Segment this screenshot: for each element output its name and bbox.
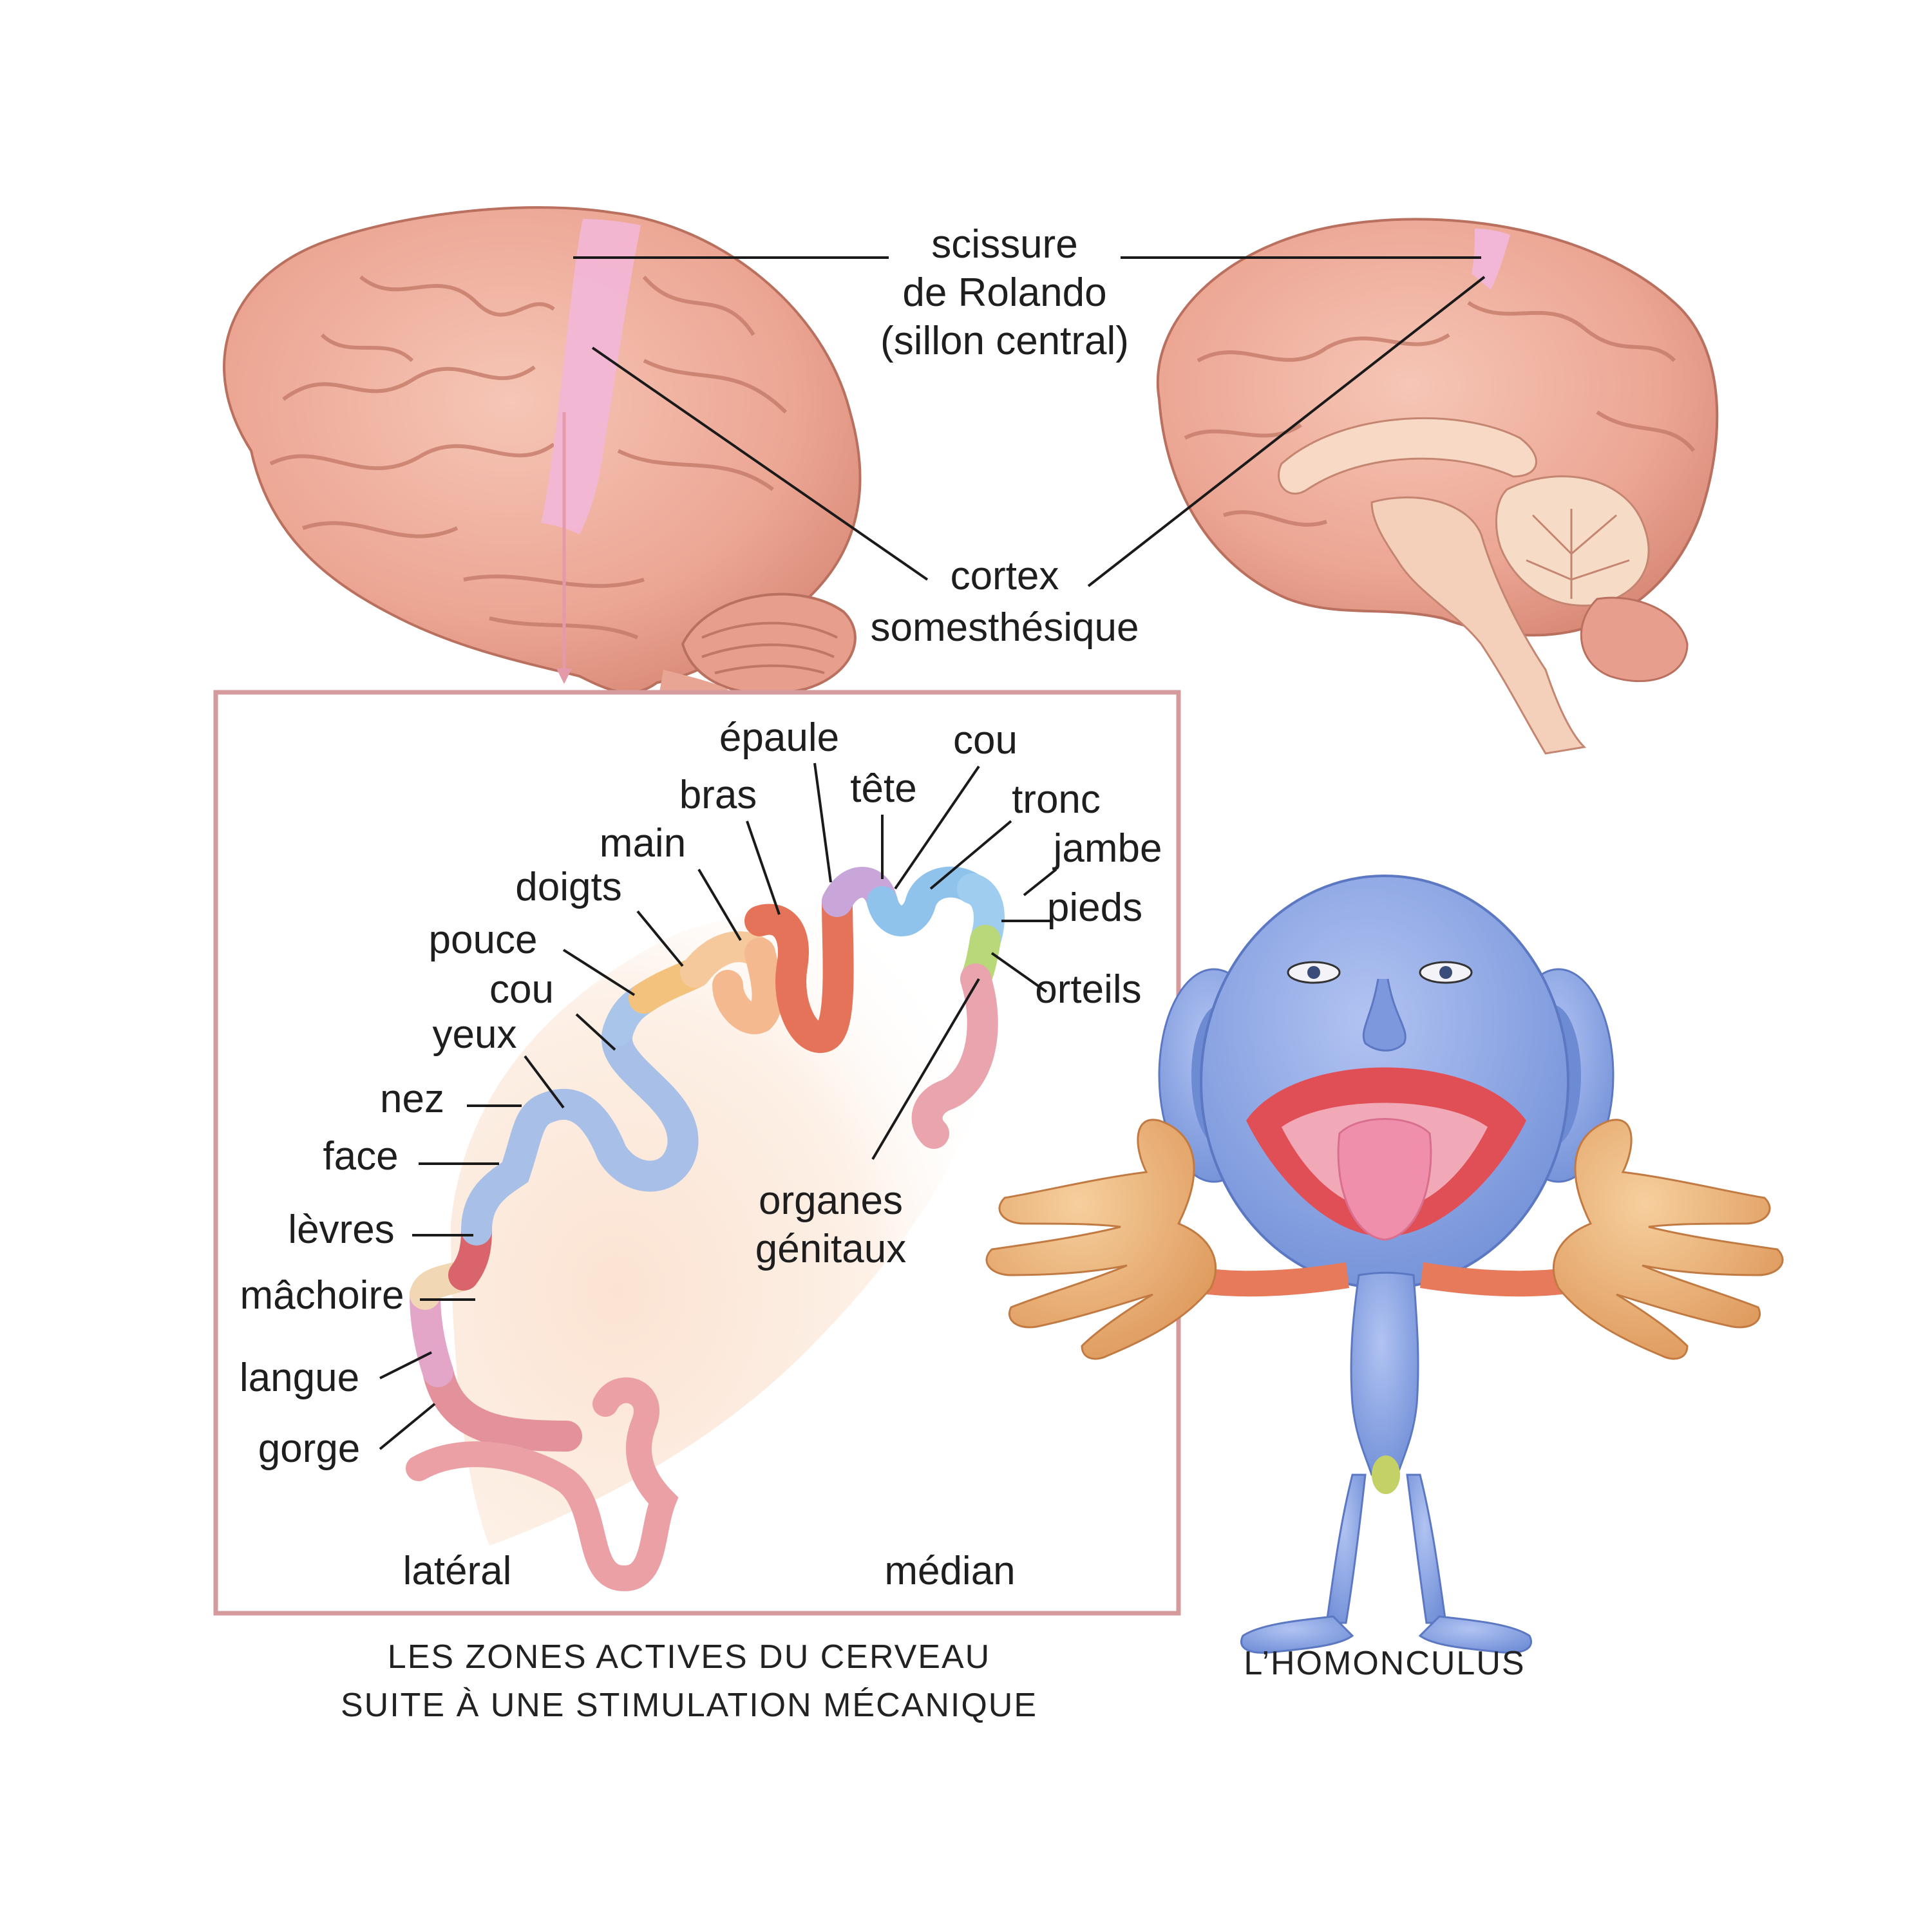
cortex-line-2: somesthésique <box>870 605 1139 650</box>
map-caption-line-1: LES ZONES ACTIVES DU CERVEAU <box>388 1638 990 1676</box>
label-epaule: épaule <box>719 715 839 760</box>
label-gorge: gorge <box>258 1426 361 1471</box>
lateral-brain-icon <box>223 206 862 728</box>
label-cou-top: cou <box>953 718 1018 762</box>
cortex-map: épaule cou bras tête tronc main jambe do… <box>213 690 1181 1616</box>
homunculus-caption: L’HOMONCULUS <box>1244 1645 1525 1682</box>
label-organes-1: organes <box>759 1179 903 1223</box>
label-organes-2: génitaux <box>755 1227 906 1271</box>
label-machoire: mâchoire <box>240 1273 404 1318</box>
map-caption-line-2: SUITE À UNE STIMULATION MÉCANIQUE <box>341 1687 1037 1724</box>
label-pieds: pieds <box>1047 886 1142 930</box>
rolando-line-2: de Rolando <box>902 270 1106 315</box>
rolando-label: scissure de Rolando (sillon central) <box>880 222 1129 363</box>
label-cou-left: cou <box>489 967 554 1012</box>
label-main: main <box>600 821 686 866</box>
label-orteils: orteils <box>1035 967 1141 1012</box>
homunculus-figure-icon <box>985 875 1784 1654</box>
map-caption: LES ZONES ACTIVES DU CERVEAU SUITE À UNE… <box>341 1638 1037 1724</box>
cortex-leader-left <box>591 346 929 581</box>
rolando-line-3: (sillon central) <box>880 319 1129 363</box>
cortex-label: cortex somesthésique <box>870 554 1139 650</box>
label-pouce: pouce <box>429 918 538 962</box>
label-langue: langue <box>240 1356 359 1400</box>
label-nez: nez <box>380 1077 444 1121</box>
label-bras: bras <box>679 773 757 817</box>
rolando-line-1: scissure <box>931 222 1077 267</box>
label-yeux: yeux <box>433 1012 517 1057</box>
sagittal-brain-icon <box>1156 218 1719 755</box>
map-leaders <box>379 762 1057 1450</box>
label-face: face <box>323 1134 398 1179</box>
label-lateral: latéral <box>403 1549 512 1593</box>
label-doigts: doigts <box>515 865 621 909</box>
cortex-leader-right <box>1087 276 1486 587</box>
cortex-line-1: cortex <box>951 554 1059 598</box>
label-tronc: tronc <box>1012 777 1101 822</box>
label-tete: tête <box>850 766 916 811</box>
label-median: médian <box>884 1549 1015 1593</box>
label-levres: lèvres <box>288 1208 394 1252</box>
label-jambe: jambe <box>1052 826 1162 871</box>
